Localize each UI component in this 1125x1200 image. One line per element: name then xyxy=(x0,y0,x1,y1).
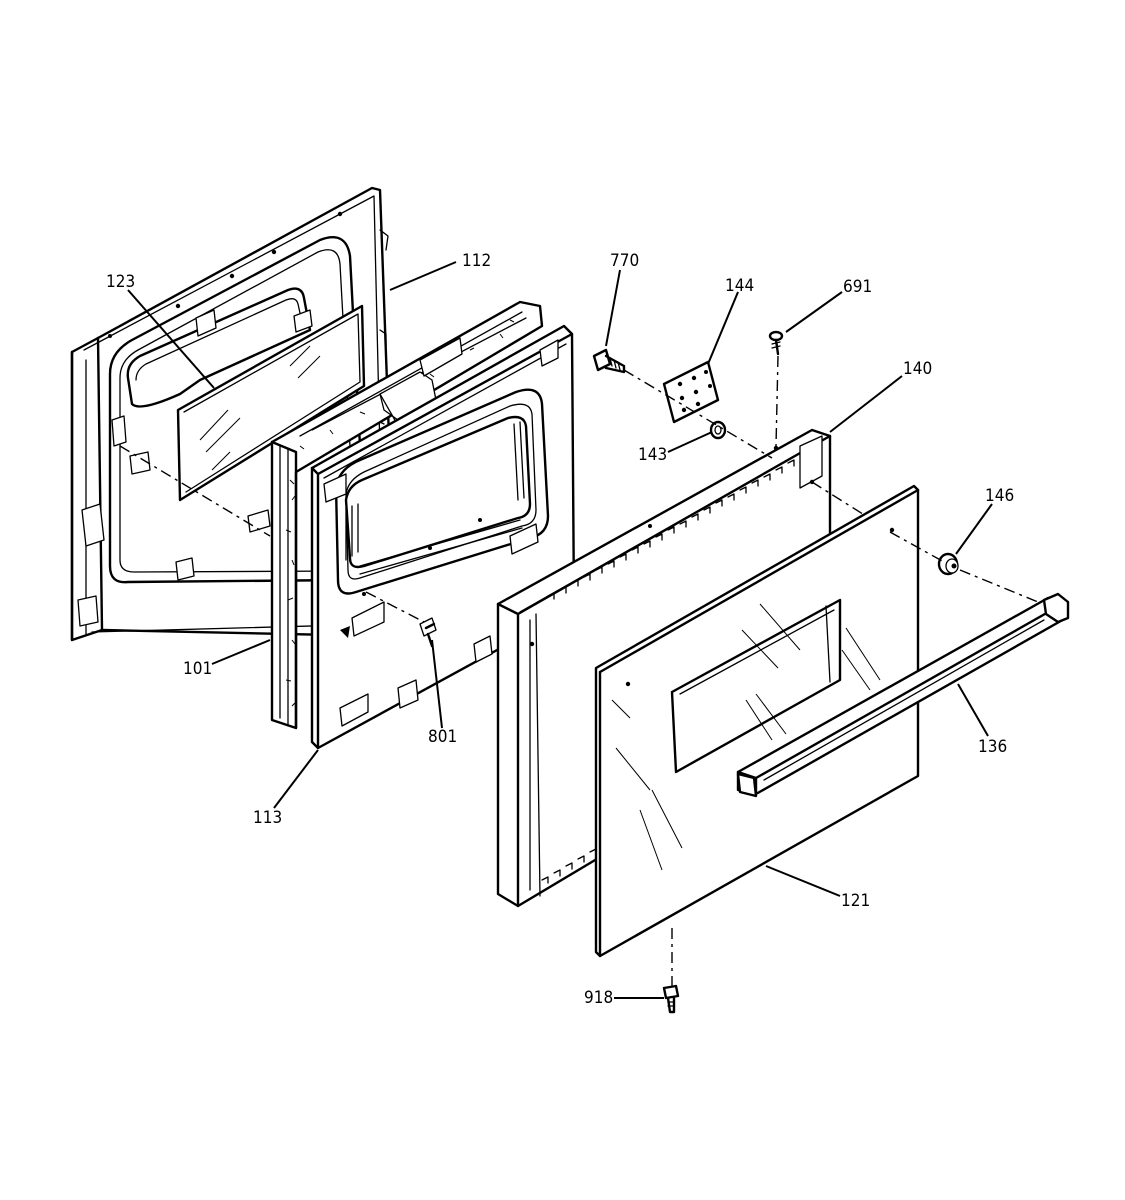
screw-918 xyxy=(662,984,680,1014)
outer-door-glass xyxy=(594,484,920,958)
door-insulation-panel xyxy=(270,300,544,730)
alignment-lines xyxy=(623,355,1039,986)
callout-123: 123 xyxy=(106,272,135,292)
callout-leaders xyxy=(127,261,993,999)
screw-691 xyxy=(768,330,784,356)
callout-101: 101 xyxy=(183,659,212,679)
callout-918: 918 xyxy=(584,988,613,1008)
inner-glass xyxy=(176,304,366,502)
screw-770 xyxy=(592,348,626,374)
callout-labels: 123 112 770 144 691 140 143 146 101 801 … xyxy=(106,251,1014,1008)
callout-140: 140 xyxy=(903,359,932,379)
washer xyxy=(709,420,727,440)
callout-770: 770 xyxy=(610,251,639,271)
callout-691: 691 xyxy=(843,277,872,297)
screw-801 xyxy=(419,617,437,648)
hinge-bracket xyxy=(662,360,720,424)
callout-143: 143 xyxy=(638,445,667,465)
callout-144: 144 xyxy=(725,276,754,296)
callout-112: 112 xyxy=(462,251,491,271)
callout-113: 113 xyxy=(253,808,282,828)
handle-spacer xyxy=(937,552,959,576)
callout-121: 121 xyxy=(841,891,870,911)
door-handle xyxy=(736,592,1070,798)
callout-801: 801 xyxy=(428,727,457,747)
callout-136: 136 xyxy=(978,737,1007,757)
callout-146: 146 xyxy=(985,486,1014,506)
